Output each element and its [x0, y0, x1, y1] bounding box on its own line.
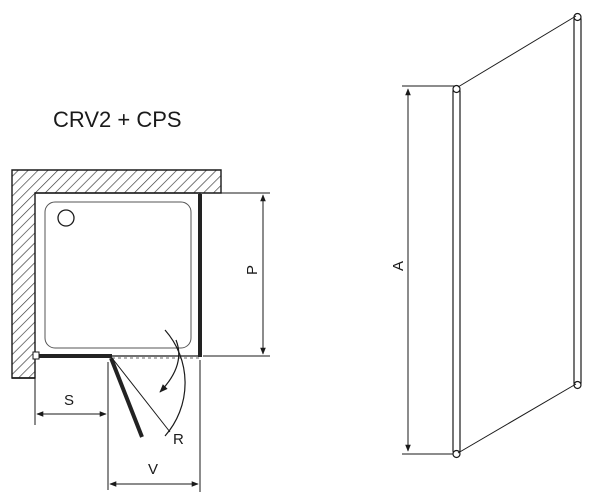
panel-front-profile: [452, 87, 461, 455]
label-a: A: [390, 261, 407, 271]
glass-top-edge: [457, 15, 577, 88]
label-r: R: [173, 431, 184, 448]
glass-bottom-edge: [457, 383, 577, 454]
label-s: S: [64, 392, 74, 409]
label-p: P: [244, 265, 261, 275]
swing-arrow: [159, 339, 180, 393]
shower-tray-inner: [44, 201, 192, 349]
elevation-view: A: [390, 12, 582, 459]
door-swing-arc: [164, 329, 186, 437]
drain-icon: [57, 209, 75, 227]
plan-view: S V P R: [11, 169, 270, 492]
label-v: V: [148, 461, 158, 478]
panel-back-profile: [573, 15, 582, 387]
door-leaf-open: [109, 357, 144, 438]
diagram-title: CRV2 + CPS: [53, 107, 182, 132]
wall-hatched: [11, 169, 222, 379]
